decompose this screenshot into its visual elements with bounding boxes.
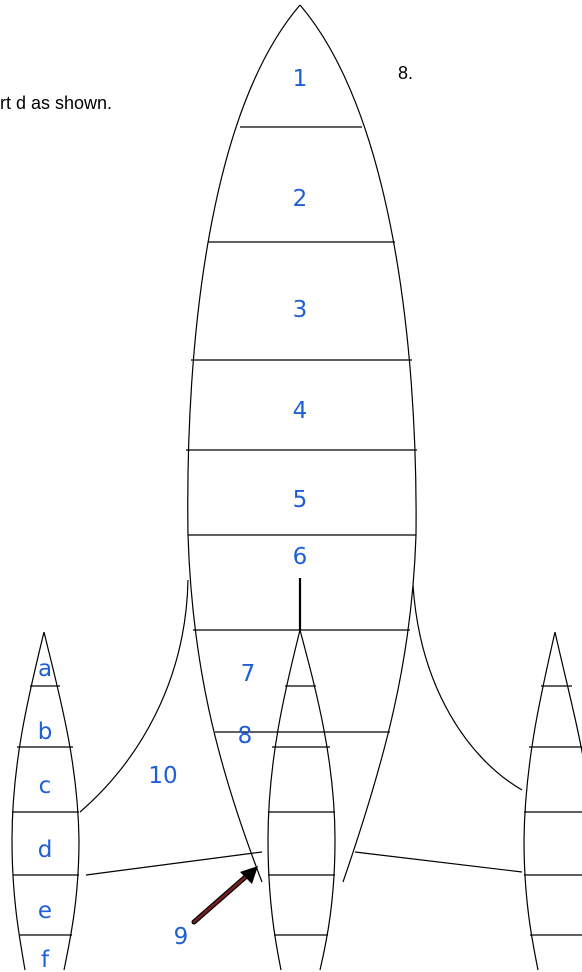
part-9-arrowhead <box>240 866 258 884</box>
instruction-text: rt d as shown. <box>0 93 113 113</box>
main-body-outline <box>187 4 417 883</box>
part-label-1: 1 <box>293 66 308 92</box>
part-label-8: 8 <box>238 723 253 749</box>
part-label-b: b <box>38 719 53 745</box>
part-label-5: 5 <box>293 487 308 513</box>
part-label-a: a <box>38 656 52 682</box>
part-label-f: f <box>41 947 50 972</box>
part-label-d: d <box>38 837 53 863</box>
part-9-arrow-shaft <box>192 871 252 924</box>
center-booster-outline <box>267 629 336 971</box>
part-label-e: e <box>38 898 52 924</box>
right-booster-outline <box>523 631 582 971</box>
part-label-c: c <box>39 773 52 799</box>
instruction-step-number: 8. <box>398 63 414 83</box>
part-label-4: 4 <box>293 398 308 424</box>
part-label-9: 9 <box>174 924 189 950</box>
part-label-6: 6 <box>293 544 308 570</box>
part-label-3: 3 <box>293 297 308 323</box>
part-label-10: 10 <box>148 763 177 789</box>
right-fin-outline <box>354 584 523 873</box>
left-fin-outline <box>79 579 263 876</box>
part-label-7: 7 <box>241 661 256 687</box>
part-label-2: 2 <box>293 186 308 212</box>
